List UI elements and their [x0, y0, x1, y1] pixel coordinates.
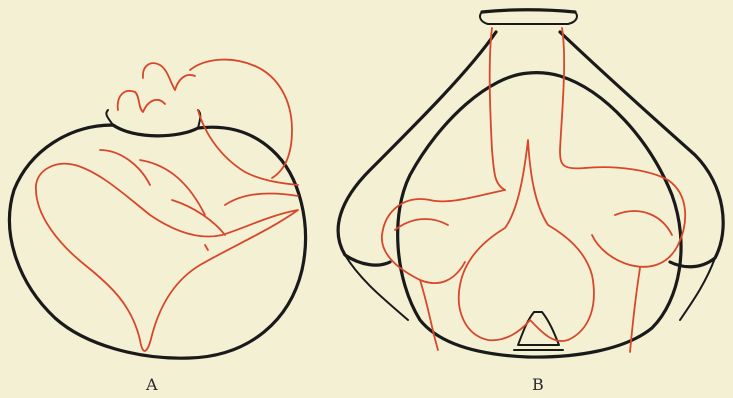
panel-a-drawing	[9, 60, 305, 359]
panel-a-fold-1	[100, 150, 150, 185]
panel-b-top-hook-left	[480, 12, 488, 24]
panel-a-lobe-inner	[198, 110, 298, 185]
panel-b-left-tail	[420, 280, 438, 350]
panel-a-fold-4	[172, 200, 225, 235]
panel-a-fold-2	[140, 160, 205, 215]
panel-b-right-inner-curve	[615, 211, 672, 235]
panel-b-inner-outline	[398, 73, 681, 357]
panel-a-cavity	[36, 164, 298, 351]
panel-b-right-lobe	[585, 167, 685, 267]
panel-b-stem-left	[490, 28, 505, 190]
panel-a-lobe-3	[190, 60, 292, 178]
panel-a-mark	[205, 245, 208, 250]
panel-b-label: B	[532, 375, 545, 394]
panel-b-top-bar	[482, 10, 575, 12]
panel-b-drawing	[338, 10, 723, 357]
panel-b-left-lobe	[382, 190, 505, 283]
panel-b-wing-outline	[338, 32, 496, 265]
panel-b-central-body	[459, 140, 594, 341]
panel-a-tab-left	[106, 110, 113, 125]
panel-b-wing-outline-right	[560, 32, 723, 267]
panel-a-label: A	[146, 375, 159, 394]
panel-b-stem-right	[560, 28, 585, 168]
panel-a-lobe-2	[143, 63, 195, 90]
panel-a-lobe-1	[118, 91, 165, 112]
panel-a-fold-3	[225, 193, 298, 205]
panel-a-outline	[9, 125, 305, 358]
panel-b-left-inner-curve	[395, 219, 448, 230]
panel-b-top-hook-right	[568, 12, 577, 24]
